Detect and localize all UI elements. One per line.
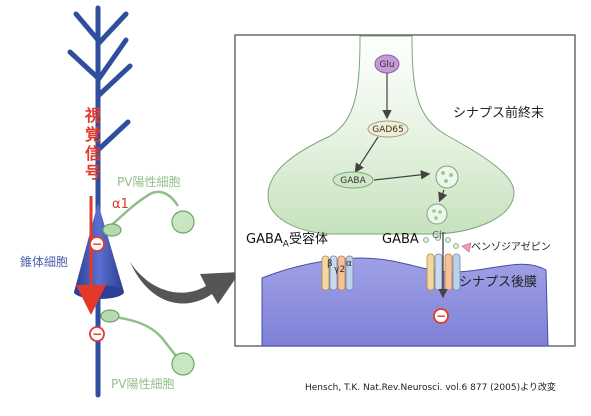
postsynaptic-membrane [261,257,549,347]
inhibition-marker-bottom: − [89,326,105,342]
pv-cell-top-shape [102,190,195,237]
chloride-label: Cl⁻ [432,230,448,241]
gaba-a-suffix: 受容体 [288,232,328,247]
gaba-a-main: GABA [246,232,283,247]
subunit-beta: β [327,259,333,269]
inhibition-marker-synapse: − [433,308,449,324]
synaptic-vesicle [435,165,459,189]
docking-vesicle [426,203,448,225]
gad65-label: GAD65 [372,125,404,135]
gaba-node: GABA [332,171,374,189]
inhibition-sign-top: − [92,237,102,251]
gaba-a-receptor-label: GABAA受容体 [246,233,328,250]
gaba-a-receptor-left: β γ2 α [321,255,354,291]
subunit-alpha: α [346,259,352,269]
presynaptic-terminal-label: シナプス前終末 [453,106,545,121]
inhibition-sign-synapse: − [436,309,446,323]
gaba-node-label: GABA [340,176,366,186]
postsynaptic-membrane-label: シナプス後膜 [459,275,538,290]
inhibition-sign-bottom: − [92,327,102,341]
inhibition-marker-top: − [89,236,105,252]
alpha1-label: α1 [112,197,129,212]
visual-signal-label: 視覚信号 [84,106,101,182]
gad65-node: GAD65 [367,120,409,138]
zoom-arrow [130,262,240,304]
pyramidal-cell-label: 錐体細胞 [20,255,69,269]
pv-cell-bottom-shape [100,309,195,376]
citation: Hensch, T.K. Nat.Rev.Neurosci. vol.6 877… [305,383,556,393]
gad-to-gaba-arrow [354,136,379,174]
subunit-gamma: γ2 [334,265,345,275]
pv-cell-bottom-label: PV陽性細胞 [111,377,175,391]
gaba-a-subscript: A [282,239,289,250]
pv-cell-top-label: PV陽性細胞 [117,175,181,189]
benzodiazepine-site [461,242,472,253]
gaba-molecules [423,235,459,249]
gaba-to-vesicle-arrow [373,170,431,181]
gaba-label: GABA [382,232,419,247]
glu-label: Glu [379,60,394,70]
benzodiazepine-label: ベンゾジアゼピン [471,242,551,253]
vesicle-release-arrow [438,189,448,203]
glu-node: Glu [374,54,400,74]
gaba-a-receptor-right [426,242,472,291]
